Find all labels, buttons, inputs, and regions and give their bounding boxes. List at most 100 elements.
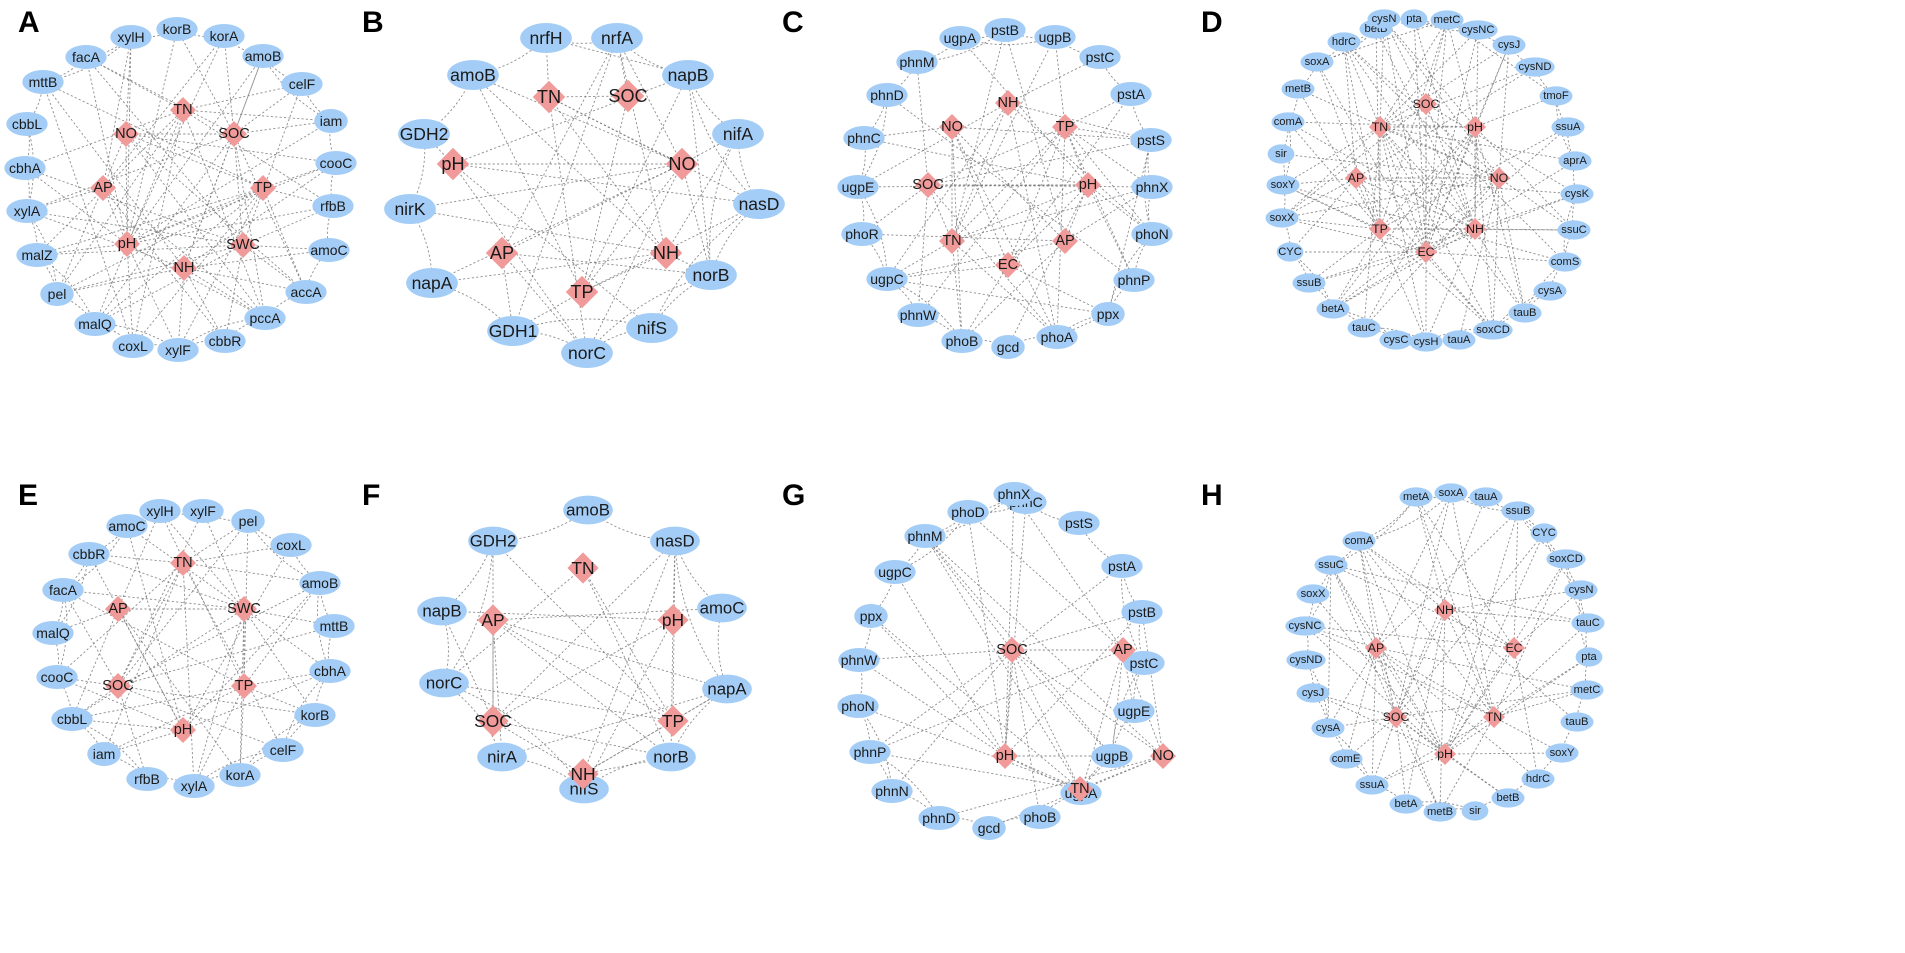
gene-node-label: ppx bbox=[1097, 306, 1120, 322]
gene-node-amoc: amoC bbox=[697, 593, 747, 623]
gene-node-label: soxA bbox=[1439, 487, 1464, 499]
env-node-shape bbox=[1110, 637, 1136, 663]
network-edge bbox=[126, 55, 264, 245]
gene-node-label: celF bbox=[289, 76, 315, 92]
network-edge bbox=[71, 685, 119, 720]
gene-node-label: phoA bbox=[1041, 329, 1074, 345]
gene-node-label: korA bbox=[226, 767, 255, 783]
gene-node-label: phnW bbox=[841, 652, 878, 668]
gene-node-shape bbox=[1329, 749, 1363, 769]
gene-node-shape bbox=[1570, 680, 1604, 700]
gene-node-label: cooC bbox=[320, 155, 353, 171]
gene-node-shape bbox=[1342, 531, 1376, 551]
gene-node-shape bbox=[1355, 775, 1389, 795]
network-edge bbox=[582, 567, 674, 722]
network-edge bbox=[26, 210, 38, 256]
gene-node-cysa: cysA bbox=[1311, 718, 1345, 738]
gene-node-shape bbox=[1292, 273, 1326, 293]
gene-node-label: phnN bbox=[875, 783, 908, 799]
env-node-label: NO bbox=[1490, 171, 1508, 185]
network-edge bbox=[1282, 126, 1381, 186]
gene-node-pstc: pstC bbox=[1123, 651, 1165, 675]
gene-node-shape bbox=[477, 742, 527, 772]
network-edge bbox=[857, 705, 1081, 790]
gene-node-cbbr: cbbR bbox=[68, 542, 110, 566]
gene-node-shape bbox=[1130, 128, 1172, 152]
network-edge bbox=[202, 510, 245, 610]
gene-node-shape bbox=[40, 282, 74, 306]
gene-node-shape bbox=[1560, 712, 1594, 732]
gene-node-shape bbox=[1400, 9, 1428, 29]
gene-node-label: cysK bbox=[1565, 188, 1590, 200]
network-edge bbox=[102, 187, 266, 319]
network-edge bbox=[1013, 493, 1124, 651]
gene-node-shape bbox=[294, 703, 336, 727]
gene-node-beta: betA bbox=[1316, 299, 1350, 319]
network-edge bbox=[951, 102, 1009, 242]
network-edge bbox=[117, 510, 161, 610]
env-node-label: pH bbox=[174, 722, 193, 738]
network-edge bbox=[951, 126, 1009, 266]
env-node-shape bbox=[1052, 114, 1078, 140]
gene-node-shape bbox=[1019, 805, 1061, 829]
network-edge bbox=[512, 37, 618, 332]
gene-node-nifs: nifS bbox=[559, 774, 609, 804]
gene-node-label: cbbL bbox=[57, 711, 88, 727]
env-node-shape bbox=[1075, 172, 1101, 198]
gene-node-label: nrfH bbox=[529, 28, 562, 48]
gene-node-label: nrfA bbox=[601, 28, 633, 48]
gene-node-phon: phoN bbox=[837, 694, 879, 718]
network-edge bbox=[1446, 19, 1476, 128]
gene-node-mttb: mttB bbox=[22, 70, 64, 94]
env-node-label: SWC bbox=[226, 237, 260, 253]
network-edge bbox=[472, 74, 683, 165]
network-edge bbox=[967, 511, 1006, 757]
gene-node-norb: norB bbox=[646, 742, 696, 772]
network-edge bbox=[62, 589, 119, 687]
network-edge bbox=[1330, 540, 1360, 566]
network-edge bbox=[126, 243, 134, 347]
network-edge bbox=[1330, 564, 1377, 649]
env-node-ph: pH bbox=[1463, 115, 1487, 139]
gene-node-phnw: phnW bbox=[838, 648, 880, 672]
network-edge bbox=[1330, 564, 1589, 624]
network-edge bbox=[959, 29, 1006, 39]
env-node-tn: TN bbox=[939, 228, 965, 254]
gene-node-label: accA bbox=[290, 284, 322, 300]
network-edge bbox=[36, 244, 244, 256]
gene-node-shape bbox=[838, 648, 880, 672]
network-edge bbox=[42, 81, 264, 189]
gene-node-label: korB bbox=[163, 21, 192, 37]
network-edge bbox=[1297, 88, 1381, 230]
network-edge bbox=[1474, 126, 1526, 314]
panel-label: E bbox=[18, 479, 38, 512]
gene-node-ssuc: ssuC bbox=[1314, 555, 1348, 575]
gene-node-label: nirA bbox=[487, 748, 518, 767]
gene-node-shape bbox=[262, 738, 304, 762]
env-node-shape bbox=[90, 175, 116, 201]
gene-node-label: phnM bbox=[899, 54, 934, 70]
gene-node-label: rfbB bbox=[320, 198, 346, 214]
gene-node-label: malQ bbox=[36, 625, 70, 641]
network-edge bbox=[1064, 93, 1132, 128]
gene-node-label: napA bbox=[412, 273, 453, 293]
panel-label: C bbox=[782, 6, 804, 39]
env-node-ec: EC bbox=[995, 252, 1021, 278]
network-edge bbox=[56, 133, 127, 295]
network-edge bbox=[687, 74, 712, 276]
network-edge bbox=[1282, 184, 1381, 230]
gene-node-shape bbox=[203, 24, 245, 48]
gene-node-label: ugpA bbox=[944, 30, 977, 46]
gene-node-shape bbox=[313, 614, 355, 638]
gene-node-label: ugpB bbox=[1039, 29, 1072, 45]
network-edge bbox=[125, 133, 266, 319]
panel-label: H bbox=[1201, 479, 1223, 512]
gene-node-shape bbox=[1131, 222, 1173, 246]
env-node-tn: TN bbox=[1368, 115, 1392, 139]
network-edge bbox=[1281, 217, 1381, 230]
gene-node-label: cooC bbox=[41, 669, 74, 685]
gene-node-label: pccA bbox=[249, 310, 281, 326]
env-node-label: SOC bbox=[912, 177, 943, 193]
network-edge bbox=[126, 35, 225, 245]
